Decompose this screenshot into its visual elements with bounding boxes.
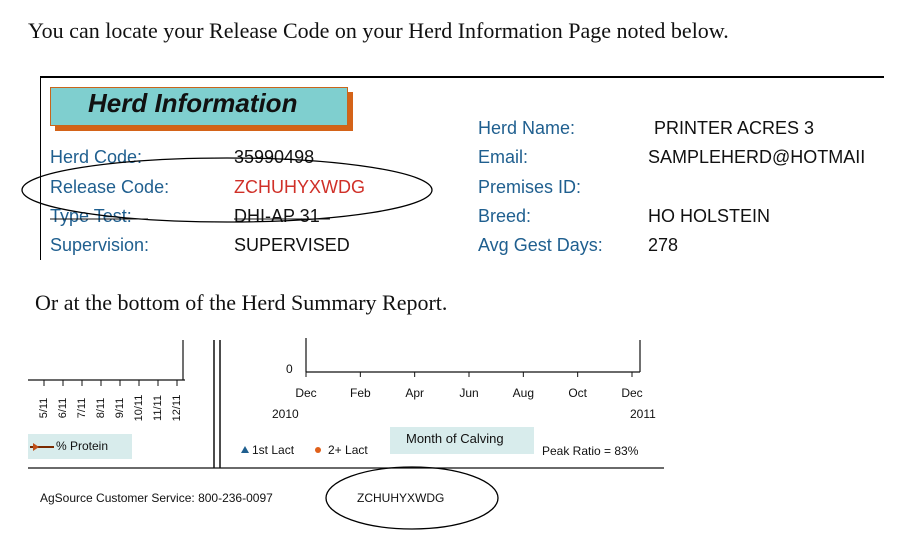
email-label: Email:: [478, 147, 529, 167]
section-divider: [40, 76, 884, 78]
month-tick-label: 12/11: [171, 394, 183, 422]
breed-label: Breed:: [478, 206, 532, 226]
second-lact-marker: [315, 447, 321, 453]
calving-x-tick-year: 2011: [630, 407, 656, 421]
release-code-label: Release Code:: [50, 177, 170, 197]
premises-id-label: Premises ID:: [478, 177, 582, 197]
herd-code-value: 35990498: [234, 147, 315, 167]
breed-value: HO HOLSTEIN: [648, 206, 771, 226]
first-lact-marker: [241, 446, 249, 453]
release-code-highlight-ellipse: [21, 157, 433, 223]
month-tick-label: 6/11: [57, 397, 69, 419]
protein-legend-marker: [33, 443, 39, 451]
month-of-calving-label: Month of Calving: [406, 431, 504, 446]
month-tick-label: 10/11: [133, 394, 145, 422]
second-lact-label: 2+ Lact: [328, 443, 368, 457]
protein-legend-label: % Protein: [56, 439, 109, 453]
month-of-calving-bg: [390, 427, 534, 454]
calving-chart-ticks: [305, 372, 633, 377]
intro-text: You can locate your Release Code on your…: [28, 18, 729, 43]
first-lact-label: 1st Lact: [252, 443, 295, 457]
bottom-release-code: ZCHUHYXWDG: [357, 491, 445, 505]
or-text: Or at the bottom of the Herd Summary Rep…: [35, 290, 448, 315]
calving-x-tick-year: 2010: [272, 407, 299, 421]
month-tick-label: 5/11: [38, 397, 50, 419]
email-value: SAMPLEHERD@HOTMAII: [648, 147, 866, 167]
calving-x-tick-label: Dec: [295, 386, 317, 400]
herd-name-value: PRINTER ACRES 3: [654, 118, 815, 138]
month-tick-label: 7/11: [76, 397, 88, 419]
avg-gest-days-label: Avg Gest Days:: [478, 235, 603, 255]
supervision-value: SUPERVISED: [234, 235, 350, 255]
release-code-value: ZCHUHYXWDG: [234, 177, 365, 197]
herd-info-title-box: [50, 87, 348, 126]
bottom-release-code-ellipse: [325, 466, 499, 530]
calving-x-tick-label: Dec: [621, 386, 643, 400]
type-test-value: DHI-AP 31: [234, 206, 320, 226]
month-tick-label: 11/11: [152, 395, 164, 421]
month-tick-label: 9/11: [114, 397, 126, 419]
supervision-label: Supervision:: [50, 235, 150, 255]
herd-code-label: Herd Code:: [50, 147, 143, 167]
calving-x-tick-label: Feb: [349, 386, 371, 400]
section-left-border: [40, 78, 41, 260]
calving-x-tick-label: Jun: [459, 386, 479, 400]
calving-x-tick-label: Oct: [568, 386, 587, 400]
customer-service-text: AgSource Customer Service: 800-236-0097: [40, 491, 273, 505]
herd-info-title: Herd Information: [88, 88, 298, 118]
peak-ratio-label: Peak Ratio = 83%: [542, 444, 639, 458]
calving-x-tick-label: Aug: [512, 386, 534, 400]
calving-x-tick-label: Apr: [405, 386, 424, 400]
herd-name-label: Herd Name:: [478, 118, 576, 138]
avg-gest-days-value: 278: [648, 235, 679, 255]
calving-chart-zero-label: 0: [286, 362, 293, 376]
month-tick-label: 8/11: [95, 397, 107, 419]
